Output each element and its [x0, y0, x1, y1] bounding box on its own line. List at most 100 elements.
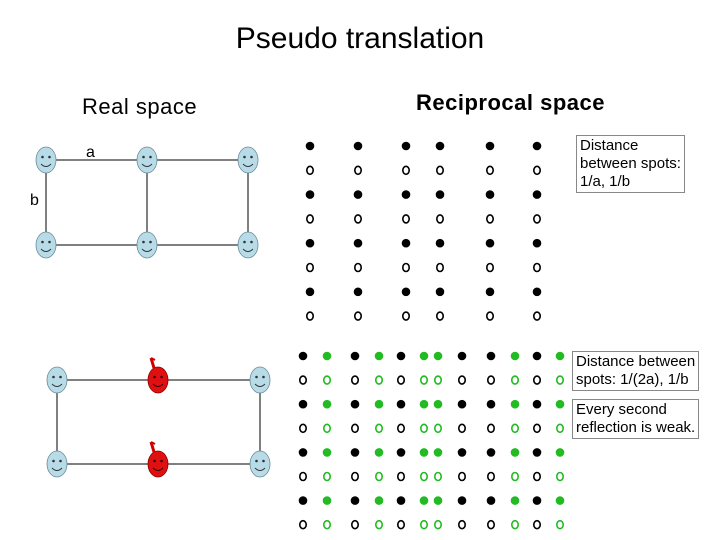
- diffraction-spot: [298, 423, 307, 434]
- diffraction-spot: [532, 375, 541, 385]
- diffraction-spot: [401, 165, 410, 176]
- diffraction-spot: [555, 519, 564, 530]
- diffraction-spot: [305, 238, 315, 248]
- diffraction-spot: [435, 165, 444, 176]
- diffraction-spot: [486, 375, 495, 385]
- diffraction-spot: [510, 351, 520, 361]
- diffraction-spot: [433, 471, 442, 482]
- diffraction-spot: [298, 448, 308, 457]
- diffraction-spot: [322, 519, 331, 530]
- smiley-face-icon: [136, 231, 158, 259]
- diffraction-spot: [532, 165, 541, 176]
- diffraction-spot: [322, 375, 331, 385]
- diffraction-spot: [401, 262, 410, 273]
- diffraction-spot: [298, 351, 308, 361]
- diffraction-spot: [532, 311, 541, 321]
- diffraction-spot: [433, 351, 443, 361]
- diffraction-spot: [532, 190, 542, 199]
- diffraction-spot: [485, 262, 494, 273]
- diffraction-spot: [486, 519, 495, 530]
- reciprocal-space-heading: Reciprocal space: [416, 90, 605, 115]
- diffraction-spot: [374, 423, 383, 434]
- diffraction-spot: [532, 351, 542, 361]
- diffraction-spot: [350, 448, 360, 457]
- diffraction-spot: [374, 375, 383, 385]
- diffraction-spot: [298, 375, 307, 385]
- diffraction-spot: [435, 141, 445, 151]
- diffraction-spot: [350, 399, 360, 409]
- diffraction-spot: [532, 448, 542, 457]
- diffraction-spot: [433, 496, 443, 505]
- diffraction-spot: [433, 399, 443, 409]
- diffraction-spot: [322, 351, 332, 361]
- diffraction-spot: [298, 399, 308, 409]
- diffraction-spot: [322, 399, 332, 409]
- note-line: Every second: [576, 401, 667, 418]
- page-title: Pseudo translation: [235, 22, 485, 55]
- diffraction-spot: [305, 214, 314, 224]
- diffraction-spot: [298, 471, 307, 482]
- diffraction-spot: [305, 141, 315, 151]
- real-space-heading: Real space: [82, 94, 198, 119]
- diffraction-spot: [435, 190, 445, 199]
- diffraction-spot: [305, 311, 314, 321]
- diffraction-spot: [322, 471, 331, 482]
- diffraction-spot: [457, 423, 466, 434]
- smiley-face-icon: [136, 146, 158, 174]
- diffraction-spot: [419, 351, 429, 361]
- diffraction-spot: [374, 519, 383, 530]
- smiley-face-icon: [35, 231, 57, 259]
- diffraction-spot: [322, 448, 332, 457]
- diffraction-spot: [532, 471, 541, 482]
- diffraction-spot: [457, 375, 466, 385]
- diffraction-spot: [555, 375, 564, 385]
- diffraction-spot: [305, 165, 314, 176]
- diffraction-spot: [350, 423, 359, 434]
- diffraction-spot: [396, 423, 405, 434]
- diffraction-spot: [419, 423, 428, 434]
- diffraction-spot: [485, 190, 495, 199]
- real-lattice-bottom: [46, 356, 271, 479]
- red-molecule-icon: [146, 440, 170, 479]
- diffraction-spot: [457, 399, 467, 409]
- diffraction-spot: [532, 214, 541, 224]
- diffraction-spot: [532, 519, 541, 530]
- diffraction-spot: [532, 496, 542, 505]
- diffraction-spot: [298, 519, 307, 530]
- diffraction-spot: [396, 448, 406, 457]
- reciprocal-lattice-bottom: [298, 351, 565, 530]
- diffraction-spot: [457, 471, 466, 482]
- diffraction-spot: [419, 375, 428, 385]
- diffraction-spot: [485, 165, 494, 176]
- diffraction-spot: [350, 375, 359, 385]
- diffraction-spot: [486, 496, 496, 505]
- diffraction-spot: [374, 399, 384, 409]
- real-lattice-top: [35, 146, 259, 259]
- note-line: between spots:: [580, 155, 681, 172]
- diffraction-spot: [305, 262, 314, 273]
- diffraction-spot: [419, 448, 429, 457]
- diffraction-spot: [486, 448, 496, 457]
- diffraction-spot: [510, 375, 519, 385]
- diffraction-spot: [353, 165, 362, 176]
- smiley-face-icon: [46, 450, 68, 478]
- diffraction-spot: [486, 423, 495, 434]
- smiley-face-icon: [249, 366, 271, 394]
- diffraction-spot: [485, 311, 494, 321]
- diffraction-spot: [350, 471, 359, 482]
- diffraction-spot: [401, 311, 410, 321]
- diffraction-spot: [401, 190, 411, 199]
- smiley-face-icon: [46, 366, 68, 394]
- diffraction-spot: [353, 238, 363, 248]
- smiley-face-icon: [249, 450, 271, 478]
- note-distance-pseudo: Distance between spots: 1/(2a), 1/b: [572, 351, 700, 391]
- diffraction-spot: [433, 519, 442, 530]
- diffraction-spot: [532, 423, 541, 434]
- diffraction-spot: [510, 399, 520, 409]
- diffraction-spot: [396, 519, 405, 530]
- diffraction-spot: [396, 399, 406, 409]
- diffraction-spot: [419, 471, 428, 482]
- note-line: spots: 1/(2a), 1/b: [576, 371, 689, 388]
- diffraction-spot: [510, 519, 519, 530]
